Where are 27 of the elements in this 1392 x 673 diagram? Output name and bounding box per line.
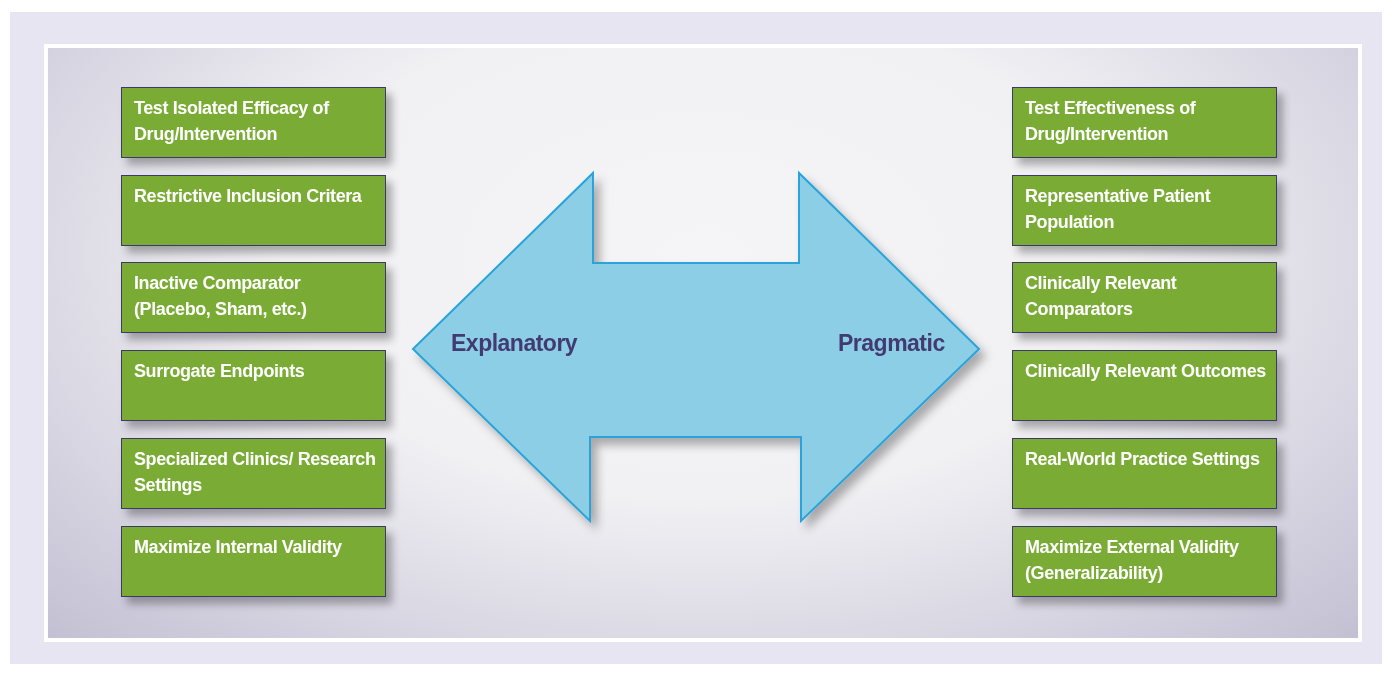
- double-arrow: [411, 170, 983, 525]
- box-text: Clinically Relevant Outcomes: [1025, 360, 1267, 383]
- box-text: Clinically Relevant Comparators: [1025, 272, 1178, 321]
- characteristic-box: [121, 87, 386, 158]
- box-text: Inactive Comparator (Placebo, Sham, etc.): [134, 272, 308, 321]
- characteristic-box: [121, 350, 386, 421]
- characteristic-box: [1012, 350, 1277, 421]
- characteristic-box: [121, 262, 386, 333]
- characteristic-box: [121, 175, 386, 246]
- characteristic-box: [121, 526, 386, 597]
- box-text: Test Isolated Efficacy of Drug/Intervention: [134, 97, 331, 146]
- box-text: Maximize Internal Validity: [134, 536, 343, 559]
- explanatory-label: Explanatory: [451, 330, 578, 357]
- characteristic-box: [1012, 175, 1277, 246]
- characteristic-box: [1012, 262, 1277, 333]
- box-text: Specialized Clinics/ Research Settings: [134, 448, 377, 497]
- box-text: Restrictive Inclusion Critera: [134, 185, 363, 208]
- characteristic-box: [1012, 87, 1277, 158]
- pragmatic-label: Pragmatic: [838, 330, 945, 357]
- box-text: Maximize External Validity (Generalizability): [1025, 536, 1240, 585]
- box-text: Representative Patient Population: [1025, 185, 1212, 234]
- box-text: Real-World Practice Settings: [1025, 448, 1261, 471]
- characteristic-box: [121, 438, 386, 509]
- characteristic-box: [1012, 526, 1277, 597]
- box-text: Surrogate Endpoints: [134, 360, 306, 383]
- box-text: Test Effectiveness of Drug/Intervention: [1025, 97, 1197, 146]
- characteristic-box: [1012, 438, 1277, 509]
